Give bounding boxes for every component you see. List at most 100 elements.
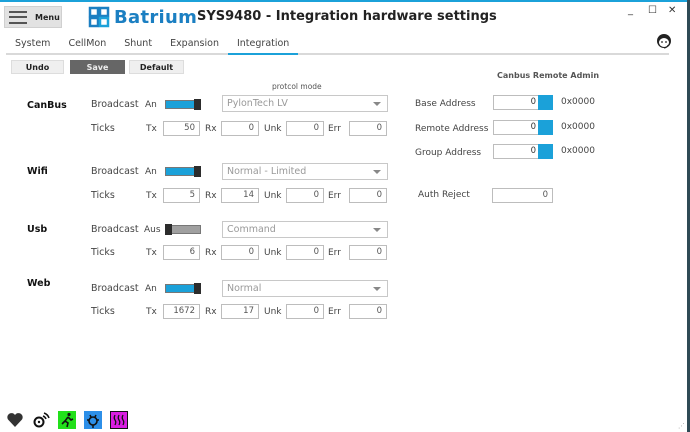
- tab-shunt[interactable]: Shunt: [124, 38, 153, 49]
- wifi-broadcast-toggle[interactable]: [165, 166, 201, 177]
- chevron-down-icon: [373, 228, 381, 232]
- field-value: 0: [530, 97, 536, 107]
- batrium-logo-icon: [88, 6, 110, 28]
- unk-label: Unk: [264, 191, 282, 201]
- group-address-field[interactable]: 0: [493, 144, 553, 159]
- web-tx-field[interactable]: 1672: [163, 304, 200, 319]
- web-protocol-select[interactable]: Normal: [222, 280, 388, 297]
- canbus-protocol-select[interactable]: PylonTech LV: [222, 95, 388, 112]
- broadcast-state: An: [145, 167, 157, 177]
- canbus-broadcast-toggle[interactable]: [165, 99, 201, 110]
- err-label: Err: [328, 248, 341, 258]
- select-value: Normal: [227, 283, 262, 294]
- heart-icon[interactable]: [6, 411, 24, 429]
- minimize-button[interactable]: _: [628, 5, 633, 16]
- unk-label: Unk: [264, 248, 282, 258]
- broadcast-label: Broadcast: [91, 99, 139, 110]
- usb-unk-field[interactable]: 0: [286, 245, 324, 260]
- usb-protocol-select[interactable]: Command: [222, 221, 388, 238]
- select-value: Command: [227, 224, 276, 235]
- tx-label: Tx: [146, 307, 157, 317]
- ticks-label: Ticks: [91, 247, 115, 258]
- chevron-down-icon: [373, 170, 381, 174]
- usb-tx-field[interactable]: 6: [163, 245, 200, 260]
- broadcast-state: An: [145, 100, 157, 110]
- select-value: Normal - Limited: [227, 166, 307, 177]
- wifi-rx-field[interactable]: 14: [221, 188, 259, 203]
- undo-button[interactable]: Undo: [11, 60, 64, 74]
- brand-name: Batrium: [114, 6, 198, 28]
- err-label: Err: [328, 307, 341, 317]
- tab-bar: System CellMon Shunt Expansion Integrati…: [6, 35, 669, 55]
- rx-label: Rx: [205, 248, 217, 258]
- tx-label: Tx: [146, 124, 157, 134]
- ticks-label: Ticks: [91, 190, 115, 201]
- field-value: 0: [530, 122, 536, 132]
- unk-label: Unk: [264, 124, 282, 134]
- base-address-field[interactable]: 0: [493, 95, 553, 110]
- support-agent-icon[interactable]: [655, 32, 673, 50]
- canbus-rx-field[interactable]: 0: [221, 121, 259, 136]
- rx-label: Rx: [205, 191, 217, 201]
- spinner-handle[interactable]: [538, 144, 553, 159]
- tab-integration[interactable]: Integration: [227, 35, 299, 55]
- broadcast-label: Broadcast: [91, 224, 139, 235]
- tx-label: Tx: [146, 191, 157, 201]
- err-label: Err: [328, 124, 341, 134]
- spinner-handle[interactable]: [538, 120, 553, 135]
- remote-address-field[interactable]: 0: [493, 120, 553, 135]
- save-button[interactable]: Save: [70, 60, 125, 74]
- wifi-err-field[interactable]: 0: [349, 188, 387, 203]
- plug-icon[interactable]: [84, 411, 102, 429]
- web-rx-field[interactable]: 17: [221, 304, 259, 319]
- remote-address-hex: 0x0000: [561, 122, 595, 132]
- remote-address-label: Remote Address: [415, 124, 489, 134]
- wifi-tx-field[interactable]: 5: [163, 188, 200, 203]
- web-unk-field[interactable]: 0: [286, 304, 324, 319]
- usb-broadcast-toggle[interactable]: [165, 224, 201, 235]
- chevron-down-icon: [373, 102, 381, 106]
- close-button[interactable]: ✕: [668, 5, 677, 16]
- spinner-handle[interactable]: [538, 95, 553, 110]
- resize-grip-icon[interactable]: ⋰: [678, 422, 685, 430]
- default-button[interactable]: Default: [129, 60, 184, 74]
- rx-label: Rx: [205, 124, 217, 134]
- rx-label: Rx: [205, 307, 217, 317]
- wifi-protocol-select[interactable]: Normal - Limited: [222, 163, 388, 180]
- group-address-label: Group Address: [415, 148, 482, 158]
- hamburger-icon: [9, 10, 27, 24]
- ticks-label: Ticks: [91, 306, 115, 317]
- protocol-mode-caption: protcol mode: [272, 82, 322, 91]
- err-label: Err: [328, 191, 341, 201]
- canbus-tx-field[interactable]: 50: [163, 121, 200, 136]
- wireless-icon[interactable]: [32, 411, 50, 429]
- web-broadcast-toggle[interactable]: [165, 283, 201, 294]
- wifi-label: Wifi: [27, 166, 48, 177]
- unk-label: Unk: [264, 307, 282, 317]
- select-value: PylonTech LV: [227, 98, 288, 109]
- web-err-field[interactable]: 0: [349, 304, 387, 319]
- broadcast-label: Broadcast: [91, 166, 139, 177]
- canbus-unk-field[interactable]: 0: [286, 121, 324, 136]
- remote-admin-title: Canbus Remote Admin: [497, 71, 600, 80]
- group-address-hex: 0x0000: [561, 146, 595, 156]
- broadcast-label: Broadcast: [91, 283, 139, 294]
- base-address-hex: 0x0000: [561, 97, 595, 107]
- tab-expansion[interactable]: Expansion: [170, 38, 219, 49]
- chevron-down-icon: [373, 287, 381, 291]
- tab-system[interactable]: System: [15, 38, 51, 49]
- canbus-err-field[interactable]: 0: [349, 121, 387, 136]
- usb-err-field[interactable]: 0: [349, 245, 387, 260]
- auth-reject-label: Auth Reject: [418, 190, 470, 200]
- auth-reject-field[interactable]: 0: [492, 188, 553, 203]
- running-man-icon[interactable]: [58, 411, 76, 429]
- tx-label: Tx: [146, 248, 157, 258]
- canbus-label: CanBus: [27, 100, 67, 111]
- menu-button[interactable]: Menu: [4, 6, 62, 28]
- tab-cellmon[interactable]: CellMon: [68, 38, 107, 49]
- maximize-button[interactable]: ☐: [648, 5, 657, 16]
- wifi-unk-field[interactable]: 0: [286, 188, 324, 203]
- usb-rx-field[interactable]: 0: [221, 245, 259, 260]
- heater-icon[interactable]: [110, 411, 128, 429]
